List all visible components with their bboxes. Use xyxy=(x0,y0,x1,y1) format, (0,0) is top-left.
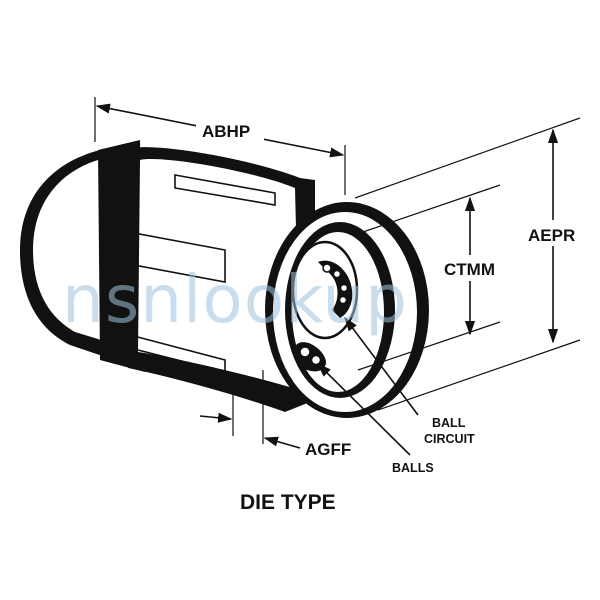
aepr-label: AEPR xyxy=(528,226,575,245)
watermark-text: nsnlookup xyxy=(62,261,408,338)
callout-ball-circuit: BALL CIRCUIT xyxy=(344,316,475,446)
dimension-ctmm: CTMM xyxy=(357,184,502,371)
ball-circuit xyxy=(318,260,353,318)
sleeve-slots xyxy=(117,174,276,374)
abhp-label: ABHP xyxy=(202,122,250,141)
balls-label: BALLS xyxy=(392,461,434,475)
bearing-front-face xyxy=(265,202,429,418)
dimension-abhp: ABHP xyxy=(94,97,346,195)
ball-circuit-label-line1: BALL xyxy=(432,416,466,430)
bearing-sleeve xyxy=(117,147,315,412)
ball-circuit-label-line2: CIRCUIT xyxy=(424,432,475,446)
diagram-title: DIE TYPE xyxy=(240,491,336,514)
ctmm-label: CTMM xyxy=(444,260,495,279)
agff-label: AGFF xyxy=(305,440,351,459)
callout-balls: BALLS xyxy=(316,362,434,475)
dimension-aepr: AEPR xyxy=(354,117,582,411)
dimension-agff: AGFF xyxy=(199,370,351,459)
